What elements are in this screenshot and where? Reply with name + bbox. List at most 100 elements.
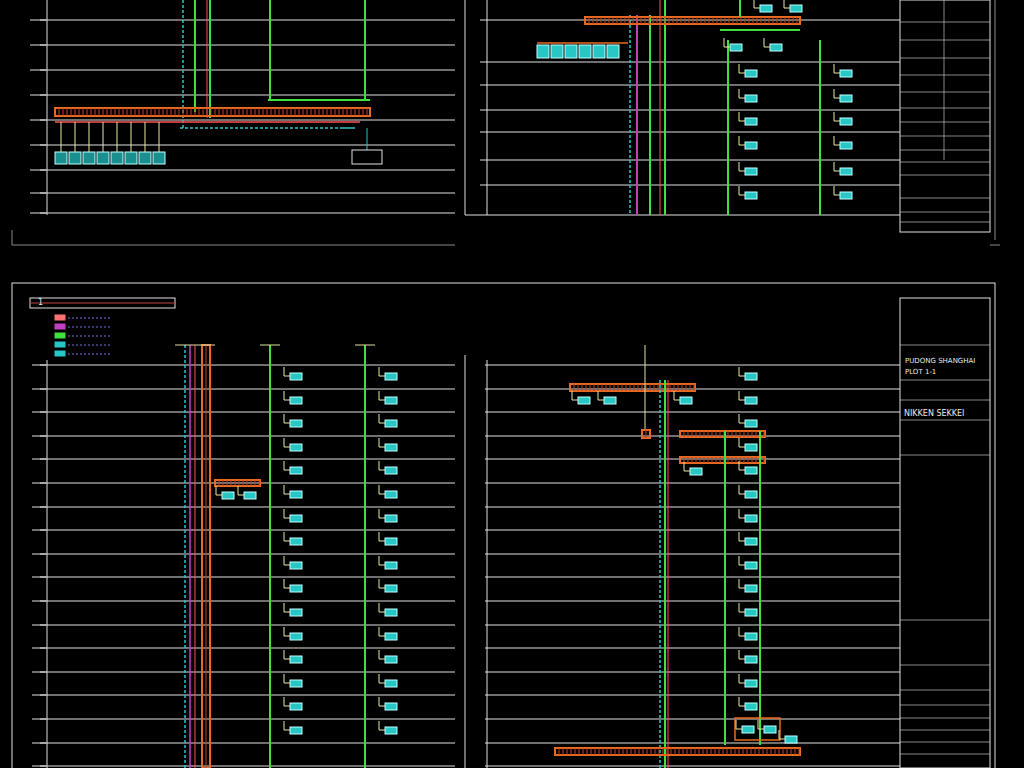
cable-tray bbox=[570, 384, 695, 391]
title-tab bbox=[30, 298, 175, 308]
branch-pipe bbox=[739, 136, 740, 145]
floor-line bbox=[480, 85, 900, 86]
tray-rung bbox=[351, 108, 352, 116]
indoor-unit bbox=[730, 44, 742, 51]
branch-pipe bbox=[834, 112, 835, 121]
branch-pipe bbox=[238, 495, 244, 496]
branch-pipe bbox=[379, 414, 380, 423]
floor-line bbox=[480, 20, 900, 21]
title-row bbox=[900, 92, 990, 93]
branch-pipe bbox=[736, 720, 737, 729]
branch-pipe bbox=[739, 447, 745, 448]
tray-rung bbox=[613, 17, 614, 24]
tray-rung bbox=[793, 17, 794, 24]
outdoor-unit bbox=[593, 45, 605, 58]
branch-pipe bbox=[834, 121, 840, 122]
branch-pipe bbox=[834, 64, 835, 73]
tray-rung bbox=[761, 17, 762, 24]
indoor-unit bbox=[760, 5, 772, 12]
tray-rung bbox=[743, 748, 744, 755]
tray-rung bbox=[219, 108, 220, 116]
floor-line bbox=[32, 507, 455, 508]
branch-pipe bbox=[739, 186, 740, 195]
tray-rung bbox=[607, 748, 608, 755]
floor-line bbox=[32, 365, 455, 366]
indoor-unit bbox=[745, 397, 757, 404]
tray-rung bbox=[323, 108, 324, 116]
title-row bbox=[900, 380, 990, 381]
tray-rung bbox=[303, 108, 304, 116]
branch-pipe bbox=[739, 565, 745, 566]
legend-text-stub bbox=[68, 336, 110, 337]
branch-pipe bbox=[739, 89, 740, 98]
tray-rung bbox=[615, 748, 616, 755]
tray-rung bbox=[755, 748, 756, 755]
tray-rung bbox=[255, 480, 256, 486]
pipe-line bbox=[55, 121, 360, 123]
tray-rung bbox=[574, 384, 575, 391]
tray-rung bbox=[639, 748, 640, 755]
tray-rung bbox=[708, 457, 709, 463]
branch-pipe bbox=[131, 122, 132, 152]
branch-pipe bbox=[739, 532, 740, 541]
tray-rung bbox=[251, 108, 252, 116]
indoor-unit bbox=[385, 562, 397, 569]
tray-rung bbox=[587, 748, 588, 755]
outdoor-unit bbox=[579, 45, 591, 58]
pipe-line bbox=[194, 0, 196, 112]
title-row bbox=[900, 136, 990, 137]
level-tick bbox=[40, 625, 46, 626]
floor-line bbox=[30, 145, 455, 146]
level-axis bbox=[47, 360, 48, 768]
branch-pipe bbox=[739, 518, 745, 519]
tray-rung bbox=[67, 108, 68, 116]
pipe-line bbox=[364, 0, 366, 100]
tray-rung bbox=[263, 108, 264, 116]
pipe-line bbox=[629, 15, 631, 215]
tray-rung bbox=[87, 108, 88, 116]
branch-pipe bbox=[739, 112, 740, 121]
tray-rung bbox=[601, 17, 602, 24]
level-tick bbox=[40, 70, 46, 71]
outdoor-unit bbox=[125, 152, 137, 164]
pipe-line bbox=[724, 431, 726, 745]
level-tick bbox=[40, 766, 46, 767]
level-tick bbox=[40, 507, 46, 508]
pipe-line bbox=[364, 345, 366, 768]
sheet-label: PUDONG SHANGHAI bbox=[905, 358, 975, 365]
tray-rung bbox=[231, 108, 232, 116]
tray-rung bbox=[223, 108, 224, 116]
tray-rung bbox=[91, 108, 92, 116]
floor-line bbox=[485, 743, 900, 744]
pipe-line bbox=[659, 380, 661, 768]
indoor-unit bbox=[790, 5, 802, 12]
floor-line bbox=[30, 70, 455, 71]
indoor-unit bbox=[385, 467, 397, 474]
title-row bbox=[900, 730, 990, 731]
branch-pipe bbox=[379, 532, 380, 541]
branch-pipe bbox=[739, 470, 745, 471]
tray-rung bbox=[709, 17, 710, 24]
indoor-unit bbox=[745, 142, 757, 149]
tray-rung bbox=[637, 17, 638, 24]
branch-pipe bbox=[284, 470, 290, 471]
branch-pipe bbox=[739, 121, 745, 122]
tray-rung bbox=[739, 748, 740, 755]
tray-rung bbox=[720, 457, 721, 463]
tray-rung bbox=[610, 384, 611, 391]
pipe-line bbox=[367, 128, 368, 150]
tray-rung bbox=[693, 17, 694, 24]
tray-rung bbox=[79, 108, 80, 116]
tray-rung bbox=[75, 108, 76, 116]
panel-border bbox=[465, 215, 900, 216]
branch-pipe bbox=[739, 509, 740, 518]
branch-pipe bbox=[379, 612, 385, 613]
sheet-label: NIKKEN SEKKEI bbox=[904, 410, 964, 418]
tray-rung bbox=[707, 748, 708, 755]
branch-pipe bbox=[379, 674, 380, 683]
indoor-unit bbox=[745, 538, 757, 545]
tray-rung bbox=[661, 17, 662, 24]
tray-rung bbox=[719, 748, 720, 755]
branch-pipe bbox=[739, 171, 745, 172]
floor-line bbox=[32, 412, 455, 413]
